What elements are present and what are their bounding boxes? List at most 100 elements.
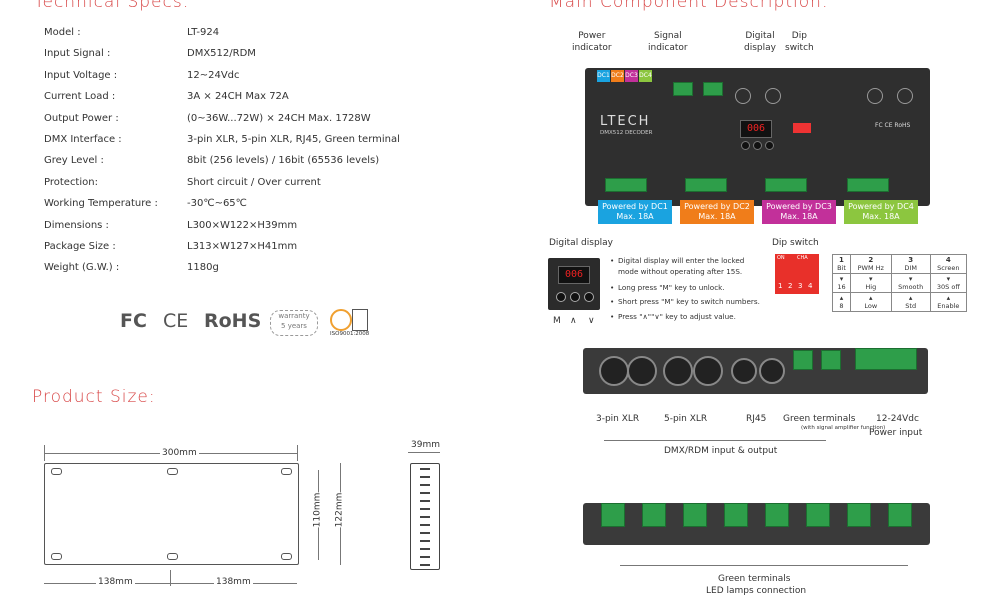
dip-cell: ▾Smooth bbox=[890, 273, 931, 293]
instruction-item: mode without operating after 15S. bbox=[618, 267, 743, 276]
dip-cell-value: 30S off bbox=[936, 283, 960, 291]
powered-line2: Max. 18A bbox=[862, 212, 900, 221]
output-terminal bbox=[642, 503, 666, 527]
output-terminal bbox=[765, 503, 789, 527]
spec-value: L300×W122×H39mm bbox=[187, 219, 298, 231]
power-input-label: Power input bbox=[869, 428, 923, 438]
display-readout: 006 bbox=[558, 266, 590, 284]
spec-value: 3A × 24CH Max 72A bbox=[187, 91, 289, 103]
dip-cell-value: Low bbox=[864, 302, 878, 310]
powered-line2: Max. 18A bbox=[780, 212, 818, 221]
switch-down-icon: ▴ bbox=[946, 294, 951, 302]
spec-label: Current Load : bbox=[44, 91, 116, 103]
dip-number: 2 bbox=[788, 282, 793, 290]
instruction-item: Short press "M" key to switch numbers. bbox=[610, 297, 760, 306]
dc-indicator-4: DC4 bbox=[639, 70, 652, 82]
dip-cell: ▾30S off bbox=[929, 273, 968, 293]
switch-up-icon: ▾ bbox=[839, 275, 844, 283]
spec-label: Model : bbox=[44, 27, 81, 38]
dc-indicator-3: DC3 bbox=[625, 70, 638, 82]
rohs-logo: RoHS bbox=[204, 310, 262, 332]
key-label: ∧ bbox=[570, 316, 577, 326]
spec-label: Input Signal : bbox=[44, 48, 111, 60]
iso-doc-icon bbox=[352, 309, 368, 331]
dip-header-num: 4 bbox=[945, 256, 951, 264]
output-terminal bbox=[724, 503, 748, 527]
dip-header-num: 3 bbox=[908, 256, 914, 264]
device-display: 006 bbox=[740, 120, 772, 138]
depth-label: 39mm bbox=[411, 440, 440, 450]
dip-header-num: 1 bbox=[839, 256, 844, 264]
model-label: DMX512 DECODER bbox=[600, 130, 653, 136]
amp-note: (with signal amplifier function) bbox=[801, 425, 886, 431]
callout-display: Digital display bbox=[744, 31, 776, 53]
switch-down-icon: ▴ bbox=[869, 294, 873, 302]
callout-signal: Signal indicator bbox=[648, 31, 688, 53]
spec-label: Working Temperature : bbox=[44, 198, 158, 210]
spec-value: (0~36W...72W) × 24CH Max. 1728W bbox=[187, 112, 371, 124]
instruction-item: Long press "M" key to unlock. bbox=[610, 283, 725, 292]
powered-line2: Max. 18A bbox=[616, 212, 654, 221]
input-label: RJ45 bbox=[746, 414, 767, 424]
input-label: 3-pin XLR bbox=[596, 414, 640, 424]
instruction-item: Press "∧""∨" key to adjust value. bbox=[610, 312, 736, 321]
plate-outline bbox=[44, 463, 299, 565]
spec-label: Output Power : bbox=[44, 112, 119, 124]
key-label: M bbox=[553, 316, 561, 326]
spec-value: 1180g bbox=[187, 262, 219, 274]
device-dip-switch bbox=[793, 123, 811, 133]
output-terminal bbox=[683, 503, 707, 527]
output-terminal bbox=[888, 503, 912, 527]
dip-cell: ▴Std bbox=[890, 292, 931, 312]
spec-value: LT-924 bbox=[187, 27, 220, 38]
powered-line1: Powered by DC2 bbox=[684, 202, 750, 211]
left-half-label: 138mm bbox=[96, 577, 135, 587]
warranty-badge: warranty 5 years bbox=[270, 310, 318, 336]
spec-value: -30℃~65℃ bbox=[187, 198, 247, 210]
dip-switch-title: Dip switch bbox=[772, 238, 819, 248]
display-panel: 006 bbox=[548, 258, 600, 310]
dip-header-name: Bit bbox=[837, 264, 846, 272]
callout-dip: Dip switch bbox=[785, 31, 814, 53]
length-label: 300mm bbox=[160, 448, 199, 458]
key-label: ∨ bbox=[588, 316, 595, 326]
dmx-caption: DMX/RDM input & output bbox=[664, 446, 778, 456]
input-label: 5-pin XLR bbox=[664, 414, 708, 424]
dip-number: 3 bbox=[798, 282, 803, 290]
switch-down-icon: ▴ bbox=[839, 294, 844, 302]
side-view bbox=[410, 463, 440, 570]
spec-label: Input Voltage : bbox=[44, 69, 118, 81]
spec-value: 8bit (256 levels) / 16bit (65536 levels) bbox=[187, 155, 380, 167]
dip-header-name: Screen bbox=[937, 264, 960, 272]
dip-cell: ▴8 bbox=[832, 292, 851, 312]
components-heading: Main Component Description: bbox=[549, 0, 829, 12]
spec-value: Short circuit / Over current bbox=[187, 176, 321, 188]
dip-header-name: PWM Hz bbox=[857, 264, 884, 272]
spec-label: Dimensions : bbox=[44, 219, 109, 231]
spec-label: Weight (G.W.) : bbox=[44, 262, 120, 274]
dip-cell: ▴Low bbox=[849, 292, 892, 312]
spec-label: Package Size : bbox=[44, 241, 116, 252]
decoder-output-panel bbox=[583, 503, 930, 545]
dip-cell-value: Hig bbox=[865, 283, 877, 291]
output-terminal bbox=[601, 503, 625, 527]
spec-value: 12~24Vdc bbox=[187, 69, 240, 81]
specs-heading: Technical Specs: bbox=[34, 0, 190, 12]
digital-display-title: Digital display bbox=[549, 238, 614, 248]
decoder-input-panel bbox=[583, 348, 928, 394]
right-half-label: 138mm bbox=[214, 577, 253, 587]
output-caption-2: LED lamps connection bbox=[706, 586, 807, 596]
iso-seal-icon bbox=[330, 309, 352, 331]
dip-header-name: DIM bbox=[904, 264, 917, 272]
outer-height-label: 122mm bbox=[334, 492, 345, 528]
powered-line2: Max. 18A bbox=[698, 212, 736, 221]
dip-cell-value: Smooth bbox=[898, 283, 924, 291]
iso-label: ISO9001:2008 bbox=[330, 331, 370, 337]
